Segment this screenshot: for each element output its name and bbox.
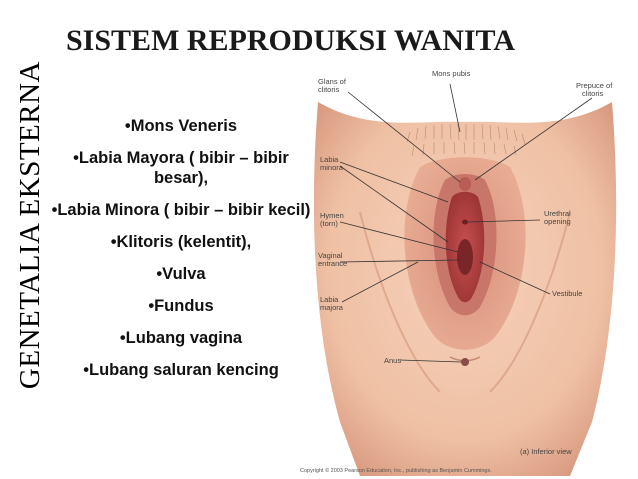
label-vaginal-2: entrance [318,259,347,268]
label-vaginal: Vaginal [318,251,343,260]
anatomy-figure: Glans of clitoris Mons pubis Prepuce of … [300,62,630,476]
anatomy-illustration: Glans of clitoris Mons pubis Prepuce of … [300,69,617,476]
bullet-item: •Labia Mayora ( bibir – bibir besar), [73,149,289,187]
label-glans: Glans of [318,77,347,86]
label-view: (a) Inferior view [520,447,572,456]
label-labia-majora-2: majora [320,303,344,312]
bullet-item: •Labia Minora ( bibir – bibir kecil) [51,201,311,219]
label-mons: Mons pubis [432,69,471,78]
label-hymen: Hymen [320,211,344,220]
bullet-item: •Vulva [156,265,206,283]
label-labia-minora-2: minora [320,163,344,172]
label-prepuce: Prepuce of [576,81,613,90]
bullet-item: •Fundus [148,297,214,315]
label-urethral-2: opening [544,217,571,226]
side-title-text: GENETALIA EKSTERNA [13,60,46,390]
slide-title: SISTEM REPRODUKSI WANITA [66,24,515,57]
bullet-item: •Lubang vagina [119,329,243,347]
hair-texture [406,123,526,157]
copyright-text: Copyright © 2003 Pearson Education, Inc.… [300,467,492,474]
label-urethral: Urethral [544,209,571,218]
leader-lines [339,83,593,363]
label-labia-majora: Labia [320,295,339,304]
anus [461,358,469,366]
clitoris [459,177,471,191]
label-prepuce-2: clitoris [582,89,604,98]
bullet-item: •Lubang saluran kencing [83,361,279,379]
vaginal-entrance [457,239,473,275]
label-labia-minora: Labia [320,155,339,164]
bullet-list: •Mons Veneris •Labia Mayora ( bibir – bi… [46,116,316,392]
label-glans-2: clitoris [318,85,340,94]
side-title: GENETALIA EKSTERNA [14,20,46,430]
label-vestibule: Vestibule [552,289,582,298]
bullet-item: •Mons Veneris [124,117,238,135]
label-hymen-2: (torn) [320,219,338,228]
label-anus: Anus [384,356,401,365]
bullet-item: •Klitoris (kelentit), [110,233,252,251]
urethral-opening [462,219,468,225]
